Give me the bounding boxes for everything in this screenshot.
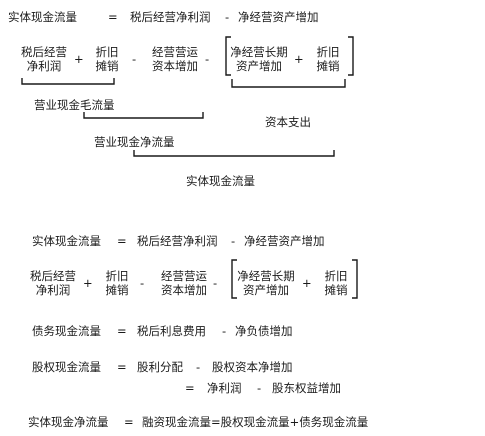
d1-minus-1: - [132, 52, 137, 66]
d1-eq-lhs: 实体现金流量 [8, 10, 77, 24]
f3b-term2: 股东权益增加 [272, 381, 341, 395]
f2-term1: 税后利息费用 [137, 324, 206, 338]
f3-term1: 股利分配 [137, 360, 183, 374]
r2-term-wc-line2: 资本增加 [161, 283, 207, 297]
f3b-minus: - [257, 381, 262, 395]
d1-plus-1: + [74, 52, 84, 66]
d1-term-wc-line1: 经营营运 [152, 45, 198, 59]
f3b-equals: = [185, 381, 195, 395]
r2-minus-2: - [213, 276, 218, 290]
f1-minus: - [231, 234, 236, 248]
r2-term-lta-line1: 净经营长期 [237, 269, 295, 283]
r2-term-depr2-line2: 摊销 [324, 283, 348, 297]
r2-term-depr2-line1: 折旧 [324, 269, 348, 283]
d1-minus-2: - [205, 52, 210, 66]
d1-term-nopat-line2: 净利润 [26, 59, 62, 73]
f3-term2: 股权资本净增加 [212, 360, 293, 374]
d1-capex-label: 资本支出 [265, 115, 311, 129]
f4-rhs: 融资现金流量=股权现金流量+债务现金流量 [142, 415, 369, 429]
f1-lhs: 实体现金流量 [32, 234, 101, 248]
d1-term-depr-line2: 摊销 [95, 59, 119, 73]
f4-equals: = [124, 415, 134, 429]
d1-eq-equals: = [108, 10, 118, 24]
d1-net-operating-cash-flow: 营业现金净流量 [94, 135, 175, 149]
f3-lhs: 股权现金流量 [32, 360, 101, 374]
d1-term-lta-line1: 净经营长期 [230, 45, 288, 59]
r2-minus-1: - [140, 276, 145, 290]
f3b-term1: 净利润 [207, 381, 242, 395]
d1-eq-term1: 税后经营净利润 [130, 10, 211, 24]
f2-equals: = [117, 324, 127, 338]
r2-term-lta-line2: 资产增加 [243, 283, 289, 297]
d1-term-depr-line1: 折旧 [95, 45, 119, 59]
r2-plus-2: + [302, 276, 312, 290]
r2-term-nopat-line2: 净利润 [35, 283, 71, 297]
f1-equals: = [117, 234, 127, 248]
r2-term-depr-line2: 摊销 [105, 283, 129, 297]
d1-term-depr2-line1: 折旧 [316, 45, 340, 59]
f1-term2: 净经营资产增加 [244, 234, 325, 248]
f3-minus: - [196, 360, 201, 374]
f3-equals: = [117, 360, 127, 374]
d1-term-depr2-line2: 摊销 [316, 59, 340, 73]
r2-term-nopat-line1: 税后经营 [30, 269, 76, 283]
r2-plus-1: + [83, 276, 93, 290]
d1-term-wc-line2: 资本增加 [152, 59, 198, 73]
d1-eq-minus: - [225, 10, 230, 24]
d1-eq-term2: 净经营资产增加 [238, 10, 319, 24]
r2-term-wc-line1: 经营营运 [161, 269, 207, 283]
d1-term-lta-line2: 资产增加 [236, 59, 282, 73]
f2-minus: - [222, 324, 227, 338]
d1-plus-2: + [294, 52, 304, 66]
f2-lhs: 债务现金流量 [32, 324, 101, 338]
f4-lhs: 实体现金净流量 [28, 415, 109, 429]
d1-gross-operating-cash-flow: 营业现金毛流量 [34, 98, 115, 112]
d1-term-nopat-line1: 税后经营 [21, 45, 67, 59]
f1-term1: 税后经营净利润 [137, 234, 218, 248]
f2-term2: 净负债增加 [235, 324, 293, 338]
r2-term-depr-line1: 折旧 [105, 269, 129, 283]
d1-entity-cash-flow: 实体现金流量 [186, 174, 255, 188]
